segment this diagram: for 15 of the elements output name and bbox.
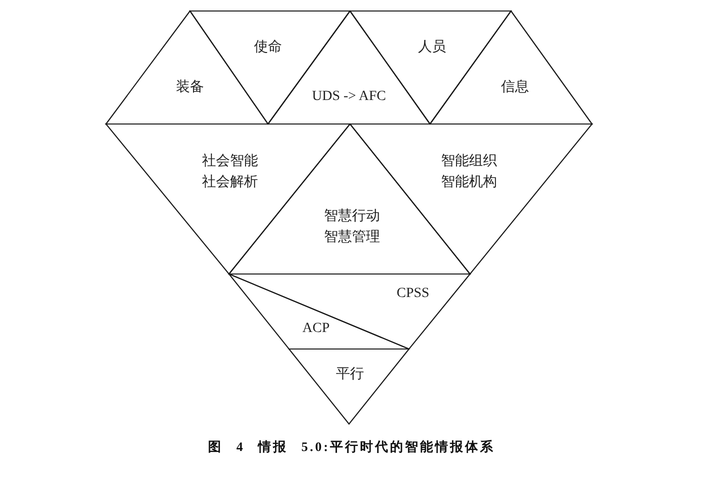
segment-label: UDS -> AFC: [312, 89, 386, 105]
segment-label: 智能组织: [441, 154, 497, 170]
segment-label: 智能机构: [441, 175, 497, 191]
segment-label: 使命: [254, 40, 282, 56]
segment-label: 社会解析: [202, 175, 258, 191]
segment-label: 平行: [336, 367, 364, 383]
segment-label: 智慧管理: [324, 230, 380, 246]
figure-caption: 图 4 情报 5.0:平行时代的智能情报体系: [208, 438, 495, 455]
segment-label: 智慧行动: [324, 209, 380, 225]
segment-label: ACP: [302, 321, 330, 337]
segment-label: 社会智能: [202, 154, 258, 170]
segment-label: 人员: [418, 40, 446, 56]
segment-label: 信息: [501, 80, 529, 96]
segment-label: 装备: [176, 80, 204, 96]
segment-label: CPSS: [396, 286, 430, 302]
